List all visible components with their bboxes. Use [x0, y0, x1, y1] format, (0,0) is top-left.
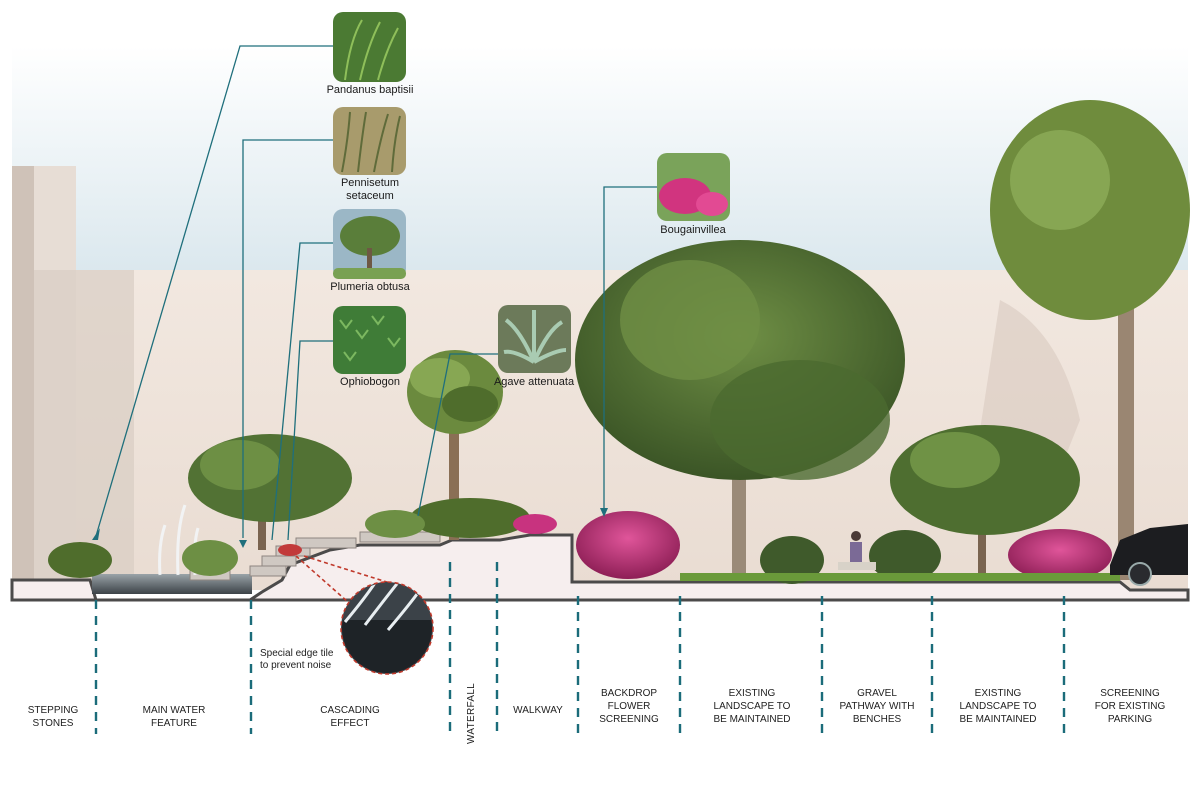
leader-ophiobogon [287, 340, 333, 541]
plant-caption-pandanus: Pandanus baptisii [326, 84, 414, 96]
ficus-tree [575, 240, 905, 580]
plant-caption-pennisetum: Pennisetum setaceum [340, 177, 400, 202]
palm-tree-center [407, 350, 503, 540]
leader-plumeria [271, 242, 333, 541]
sky [12, 46, 1188, 271]
zone-label-stepping-stones: STEPPING STONES [27, 705, 79, 729]
plant-caption-agave: Agave attenuata [493, 376, 575, 388]
leader-lines [95, 45, 657, 541]
shrubs [48, 498, 941, 584]
plant-caption-plumeria: Plumeria obtusa [330, 281, 410, 293]
parked-car [1110, 524, 1188, 586]
zone-label-screening-parking: SCREENING FOR EXISTING PARKING [1094, 688, 1166, 725]
bench-with-person [838, 531, 876, 570]
zone-label-backdrop-flower-screening: BACKDROP FLOWER SCREENING [599, 688, 659, 725]
agave-succulent-photo [498, 305, 571, 373]
zone-label-main-water-feature: MAIN WATER FEATURE [142, 705, 206, 729]
leader-bougainvillea [603, 186, 657, 510]
plant-caption-ophiobogon: Ophiobogon [340, 376, 400, 388]
zone-label-existing-landscape-2: EXISTING LANDSCAPE TO BE MAINTAINED [959, 688, 1037, 725]
zone-label-cascading-effect: CASCADING EFFECT [320, 705, 380, 729]
leader-pennisetum [242, 139, 333, 538]
plumeria-tree-right [890, 425, 1080, 580]
zone-dividers [94, 562, 1066, 734]
plant-thumbnails [333, 12, 730, 374]
bougainvillea-plantings [278, 511, 1112, 581]
pandanus-grass-photo [333, 12, 406, 82]
zone-label-walkway: WALKWAY [513, 705, 563, 716]
plant-caption-bougainvillea: Bougainvillea [660, 224, 726, 236]
left-building [12, 166, 134, 586]
bougainvillea-flowers-photo [657, 153, 730, 221]
pennisetum-grass-photo [333, 107, 406, 175]
leader-agave [417, 353, 498, 517]
leader-pandanus [95, 45, 333, 537]
edge-tile-note: Special edge tile to prevent noise [260, 648, 334, 671]
zone-label-gravel-pathway: GRAVEL PATHWAY WITH BENCHES [839, 688, 915, 725]
plumeria-tree-left [188, 434, 352, 550]
lawn [680, 573, 1120, 581]
zone-label-existing-landscape-1: EXISTING LANDSCAPE TO BE MAINTAINED [713, 688, 791, 725]
fan-palm-right [990, 100, 1190, 580]
zone-label-waterfall: WATERFALL [466, 682, 477, 744]
leader-arrowheads [92, 508, 608, 548]
plumeria-tree-photo [333, 209, 406, 279]
ophiopogon-groundcover-photo [333, 306, 406, 374]
